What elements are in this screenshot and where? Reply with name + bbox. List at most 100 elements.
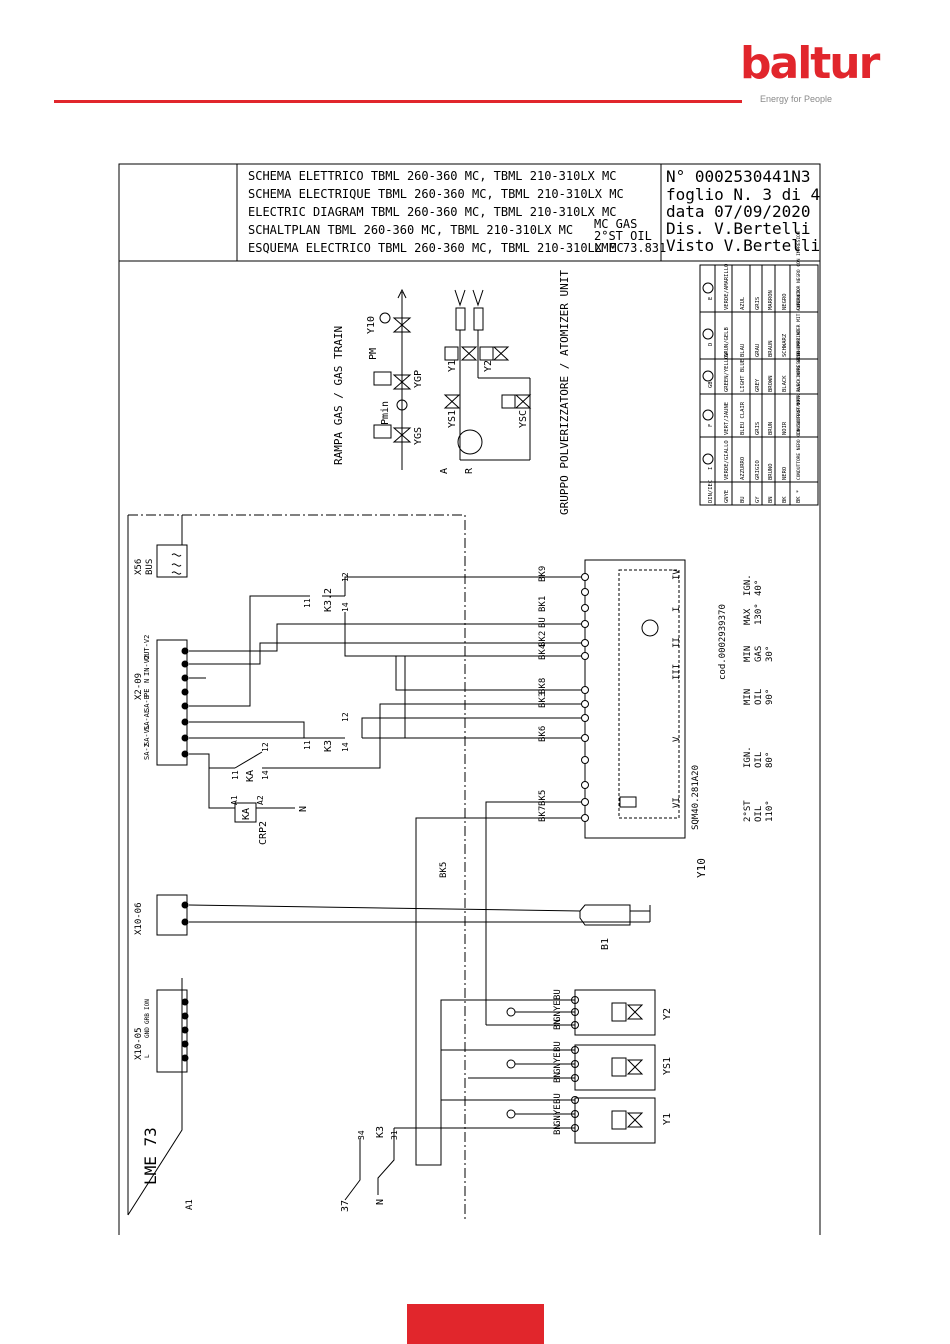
cam-max-val: 130° [754,603,764,625]
legend-bk-d: SCHWARZ [782,333,788,357]
legend-bn-code: BN [768,496,774,503]
label-r: R [464,467,475,474]
cam-min-gas-val: 30° [765,646,775,662]
contact-k3-34: 34 [357,1130,366,1140]
atomizer-title: GRUPPO POLVERIZZATORE / ATOMIZER UNIT [558,270,571,515]
pin-sa-vl: SA-VL [143,725,151,746]
legend-bn-e: MARRON [768,290,774,310]
y1-wire-bu: BU [553,1093,563,1104]
drawn-by: Dis. V.Bertelli [666,219,811,238]
y2-wire-bu: BU [553,989,563,1000]
legend-din: DIN/IEC [708,480,714,503]
variant-line-2: 2°ST OIL [594,229,652,243]
wire-bk3: BK3 [538,692,548,708]
label-ka: KA [245,770,256,782]
label-pm: PM [368,348,379,360]
legend-gy-code: GY [755,496,761,503]
legend-gy-e: GRIS [755,297,761,310]
label-a1-device: A1 [185,1199,195,1210]
wire-bk5: BK5 [538,790,548,806]
legend-flag-e: E [708,297,714,300]
contact-k32-14: 14 [341,602,350,612]
pin-gnd: GND [144,1027,151,1038]
legend-flag-gb: GB [708,381,714,388]
title-line-it: SCHEMA ELETTRICO TBML 260-360 MC, TBML 2… [248,169,616,183]
legend-bu-d: BLAU [740,344,746,357]
legend-gy-d: GRAU [755,344,761,357]
label-valve-y2: Y2 [662,1008,673,1020]
legend-gnye-e: VERDE/AMARILLO [724,264,730,310]
legend-flag-f: F [708,424,714,427]
y1-wire-bn: BN [553,1124,563,1135]
contact-k32-12: 12 [341,572,350,582]
label-valve-ys1: YS1 [662,1057,673,1075]
wire-bk2: BK2 [538,631,548,647]
cam-2st-head: 2°ST [743,800,753,822]
servo-tag-y10: Y10 [695,858,708,878]
cam-head-ign: IGN. [743,574,753,596]
legend-bk-code: BK [782,496,788,503]
color-legend [699,264,819,506]
label-37: 37 [340,1200,351,1212]
cam-min-oil-val: 90° [765,689,775,705]
legend-gnye-d: GRUN/GELB [724,327,730,357]
legend-bu-i: AZZURRO [740,457,746,480]
title-line-de: SCHALTPLAN TBML 260-360 MC, TBML 210-310… [248,223,573,237]
cam-2st-val: 110° [765,800,775,822]
label-y2-atom: Y2 [483,360,494,372]
contact-ka-12: 12 [261,742,270,752]
pin-sa-b: SA-B [143,695,151,712]
label-k3-2: K3.2 [323,588,334,612]
label-k3: K3 [323,740,334,752]
color-legend-text: E D GB F I DIN/IEC VERDE/AMARILLO GRUN/G… [708,231,802,503]
cam-iii: III [672,664,682,680]
servo-labels: IV I II III V VI SQM40.281A20 Y10 cod.00… [672,569,728,878]
label-ygs: YGS [413,427,424,445]
checked-by: Visto V.Bertelli [666,236,820,255]
title-lines: SCHEMA ELETTRICO TBML 260-360 MC, TBML 2… [248,167,820,255]
servo-code: cod.0002939370 [718,604,728,680]
wire-bk9: BK9 [538,566,548,582]
cam-v: V [672,736,682,742]
relay-labels: K3.2 K3 KA KA A1 A2 N CRP2 11 12 14 11 1… [230,572,399,1212]
wire-bk6: BK6 [538,726,548,742]
contact-k3-14: 14 [341,742,350,752]
legend-bkstar-f: CONDUCTEUR NOIR AVEC IMPRESSION [796,351,802,435]
title-block [118,163,821,262]
legend-bkstar-gb: BLACK WIRE WITH IMPRINT [796,329,802,392]
legend-bu-e: AZUL [740,296,746,310]
label-crp2: CRP2 [258,821,269,845]
label-b1: B1 [600,938,611,950]
brand-logo: baltur [740,38,880,89]
legend-gnye-f: VERT/JAUNE [724,402,730,435]
y2-wire-bn: BN [553,1019,563,1030]
label-n-bottom: N [375,1199,386,1205]
label-x10-06: X10-06 [134,902,144,935]
label-y1-atom: Y1 [447,360,458,372]
legend-bk-i: NERO [782,467,788,480]
connector-labels: X56 BUS X2-09 OUT-V2 IN-V2 N PE SA-B SA-… [134,559,195,1210]
atomizer-labels: GRUPPO POLVERIZZATORE / ATOMIZER UNIT Y1… [439,270,571,515]
legend-gnye-i: VERDE/GIALLO [724,440,730,480]
legend-gnye-code: GNYE [724,490,730,503]
wiring [188,576,650,1201]
label-x2-09: X2-09 [134,673,144,700]
cam-head-min-1: MIN [743,689,753,705]
wire-bk8: BK8 [538,678,548,694]
label-bus: BUS [145,559,155,575]
label-k3-bottom: K3 [375,1126,386,1138]
legend-flag-i: I [708,467,714,470]
legend-bk-gb: BLACK [782,375,788,392]
cam-ign-val: 40° [754,580,764,596]
label-x10-05: X10-05 [134,1027,144,1060]
legend-bkstar-d: SCHWARZ ADER MIT AUFDRUCK [796,289,802,357]
atomizer-unit [443,289,532,461]
ys1-wire-gnye: GNYE [553,1052,563,1074]
servo-model: SQM40.281A20 [691,765,701,830]
valve-labels: BU GNYE BN BU GNYE BN BU GNYE BN Y2 YS1 … [553,989,673,1135]
cam-i: I [672,607,682,612]
cam-ign-oil-sub: OIL [754,752,764,768]
legend-flag-d: D [708,343,714,346]
sensor-b1 [579,904,651,926]
